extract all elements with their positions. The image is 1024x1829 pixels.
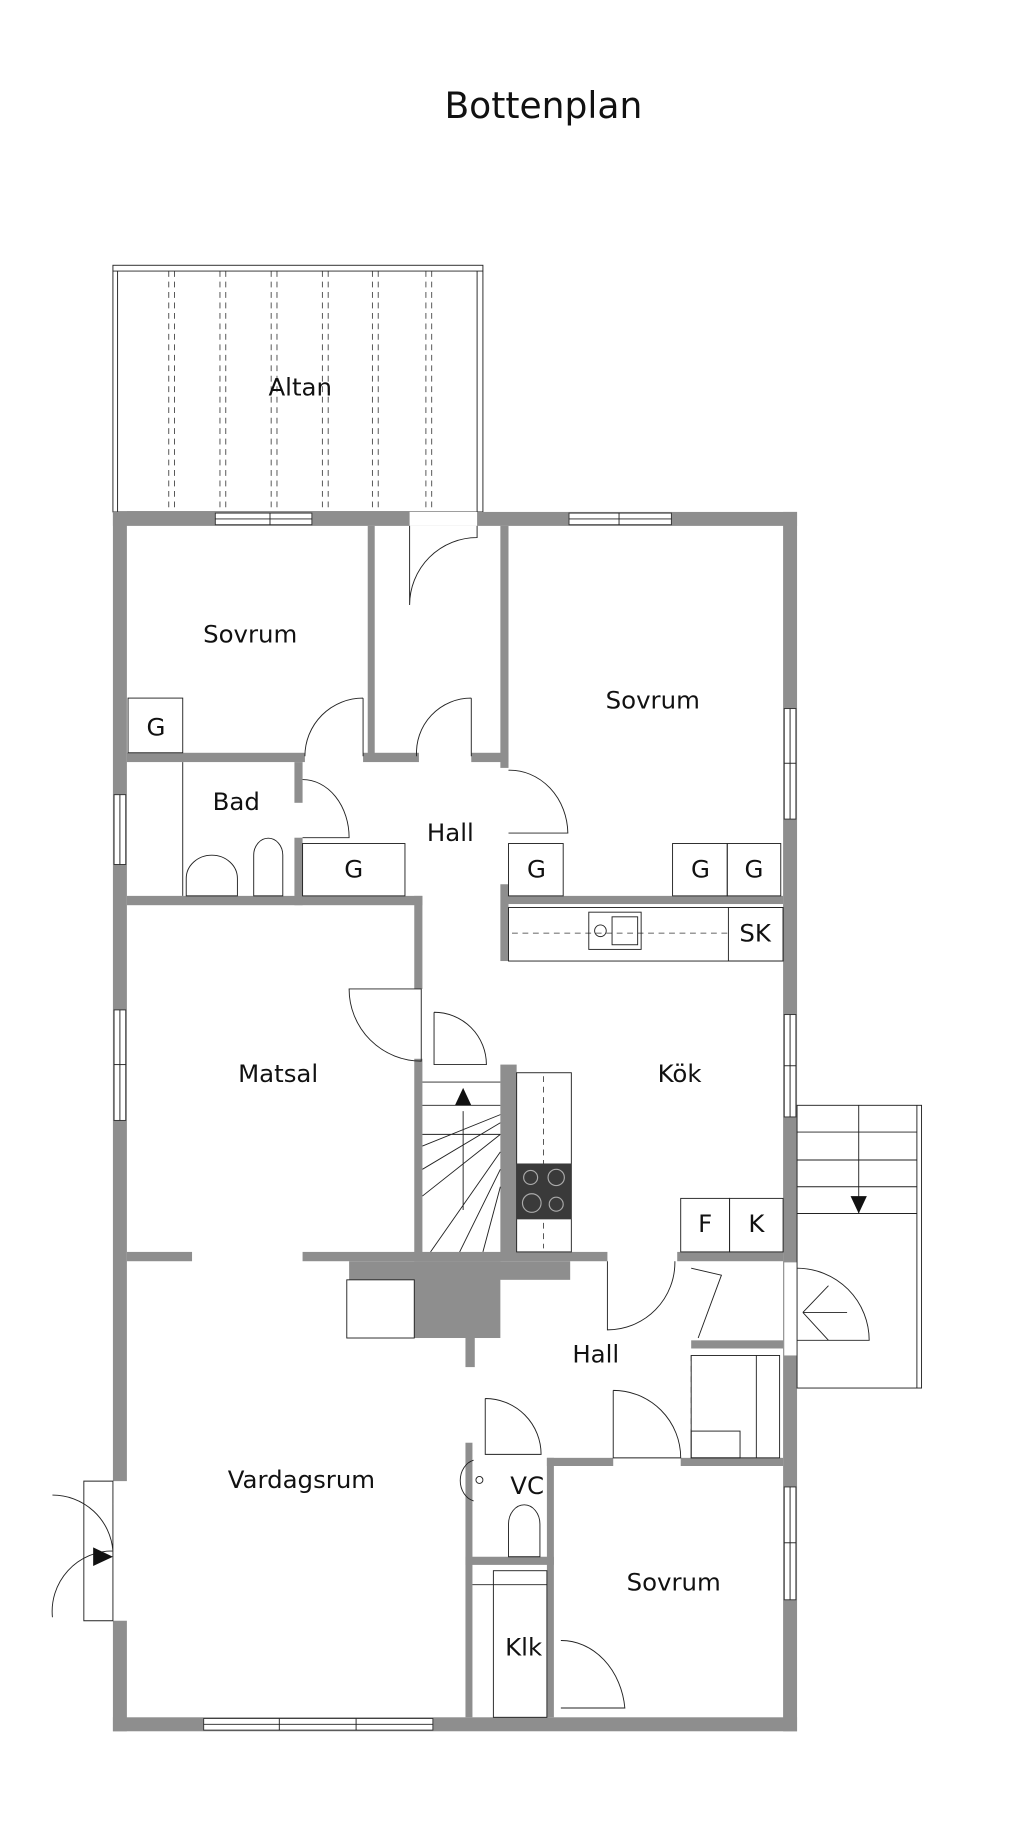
room-label-sovrum: Sovrum (203, 619, 297, 648)
room-label-kok: Kök (658, 1059, 703, 1088)
wardrobe-label: G (745, 854, 764, 883)
entry-stairs (796, 1104, 923, 1389)
wardrobe-label: G (147, 712, 166, 741)
room-label-hall: Hall (572, 1339, 619, 1368)
fridge-label: F (698, 1209, 712, 1238)
wardrobe-label: G (691, 854, 710, 883)
washbasin-icon (185, 854, 238, 897)
kitchen-fixtures (508, 907, 784, 1253)
room-label-sovrum: Sovrum (606, 686, 700, 715)
stove-icon (516, 1163, 572, 1220)
doors (51, 525, 870, 1709)
freezer-label: K (748, 1209, 765, 1238)
toilet-icon (253, 837, 284, 897)
interior-walls (126, 525, 784, 1718)
room-label-vardagsrum: Vardagsrum (228, 1465, 375, 1494)
plan-title: Bottenplan (444, 85, 642, 127)
sink-icon (588, 911, 642, 950)
fixtures (127, 697, 782, 1718)
room-label-sovrum: Sovrum (627, 1568, 721, 1597)
room-label-altan: Altan (268, 373, 332, 402)
wardrobe-label: G (344, 854, 363, 883)
windows (111, 511, 799, 1731)
room-label-bad: Bad (213, 787, 260, 816)
room-label-hall: Hall (427, 818, 474, 847)
wardrobe-label: G (527, 854, 546, 883)
sk-label: SK (739, 918, 772, 947)
room-label-klk: Klk (505, 1633, 543, 1662)
room-label-vc: VC (510, 1471, 544, 1500)
room-label-matsal: Matsal (238, 1059, 318, 1088)
interior-stairs (422, 1081, 501, 1253)
